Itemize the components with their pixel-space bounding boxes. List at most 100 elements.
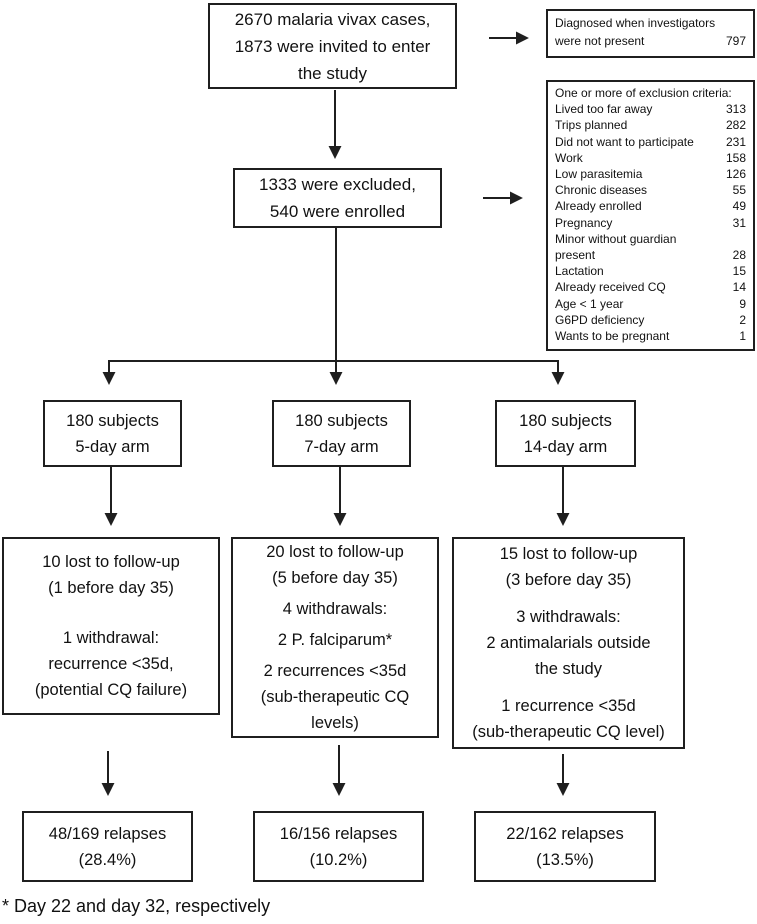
box-line: (sub-therapeutic CQ level) <box>472 723 665 741</box>
count: 9 <box>739 296 746 311</box>
arm-7day-box: 180 subjects 7-day arm <box>272 400 411 467</box>
criteria-row: Pregnancy 31 <box>555 215 746 231</box>
box-line: levels) <box>311 714 359 732</box>
box-line: 2 antimalarials outside <box>486 634 651 652</box>
criteria-row: Wants to be pregnant 1 <box>555 328 746 344</box>
followup-14day-box: 15 lost to follow-up (3 before day 35) 3… <box>452 537 685 749</box>
exclusion-criteria-box: One or more of exclusion criteria: Lived… <box>546 80 755 351</box>
box-line: 20 lost to follow-up <box>266 543 404 561</box>
criteria-row: Low parasitemia 126 <box>555 166 746 182</box>
relapse-14day-box: 22/162 relapses (13.5%) <box>474 811 656 882</box>
box-line: 2670 malaria vivax cases, <box>234 9 431 29</box>
label: Minor without guardian <box>555 231 677 246</box>
count: 31 <box>732 215 746 230</box>
followup-7day-box: 20 lost to follow-up (5 before day 35) 4… <box>231 537 439 738</box>
count: 231 <box>725 134 746 149</box>
footnote: * Day 22 and day 32, respectively <box>2 896 271 916</box>
diagnosed-absent-box: Diagnosed when investigators were not pr… <box>546 9 755 58</box>
label: Lactation <box>555 264 604 279</box>
box-line: 7-day arm <box>304 437 379 456</box>
criteria-row: Work 158 <box>555 150 746 166</box>
criteria-row: Minor without guardian <box>555 231 746 247</box>
criteria-row: Already received CQ 14 <box>555 279 746 295</box>
arm-5day-box: 180 subjects 5-day arm <box>43 400 182 467</box>
box-line: (13.5%) <box>536 850 594 869</box>
count: 158 <box>725 150 746 165</box>
box-line: (3 before day 35) <box>505 571 632 589</box>
excluded-enrolled-box: 1333 were excluded, 540 were enrolled <box>233 168 442 228</box>
label: Already enrolled <box>555 199 642 214</box>
box-line: 4 withdrawals: <box>282 600 388 618</box>
criteria-row: Chronic diseases 55 <box>555 182 746 198</box>
box-line: 10 lost to follow-up <box>42 553 180 571</box>
count: 28 <box>732 248 746 263</box>
box-line: 5-day arm <box>75 437 150 456</box>
box-line: (1 before day 35) <box>48 579 174 597</box>
criteria-header: One or more of exclusion criteria: <box>555 86 732 100</box>
label: Wants to be pregnant <box>555 329 670 344</box>
box-line: 2 recurrences <35d <box>263 662 407 680</box>
count: 2 <box>739 312 746 327</box>
box-line: 16/156 relapses <box>279 824 398 843</box>
box-line: 1333 were excluded, <box>259 175 416 194</box>
box-line: 1 withdrawal: <box>62 629 160 647</box>
criteria-row: Did not want to participate 231 <box>555 134 746 150</box>
criteria-row: G6PD deficiency 2 <box>555 312 746 328</box>
label: Trips planned <box>555 118 628 133</box>
label: Did not want to participate <box>555 134 694 149</box>
label: G6PD deficiency <box>555 312 645 327</box>
box-line: (5 before day 35) <box>272 569 398 587</box>
criteria-row: Trips planned 282 <box>555 117 746 133</box>
box-line: 48/169 relapses <box>48 824 167 843</box>
box-line: (sub-therapeutic CQ <box>260 688 410 706</box>
label: Lived too far away <box>555 102 653 117</box>
count: 282 <box>725 118 746 133</box>
count: 313 <box>725 102 746 117</box>
relapse-5day-box: 48/169 relapses (28.4%) <box>22 811 193 882</box>
box-line: 2 P. falciparum* <box>277 631 393 649</box>
box-line: recurrence <35d, <box>48 655 174 673</box>
label: Low parasitemia <box>555 167 643 182</box>
box-line: (10.2%) <box>309 850 368 869</box>
box-line: 22/162 relapses <box>506 824 624 843</box>
box-line: 14-day arm <box>523 437 608 456</box>
followup-5day-box: 10 lost to follow-up (1 before day 35) 1… <box>2 537 220 715</box>
box-line: 1 recurrence <35d <box>501 697 636 715</box>
invited-box: 2670 malaria vivax cases, 1873 were invi… <box>208 3 457 89</box>
box-line: 180 subjects <box>519 411 612 430</box>
criteria-row: present 28 <box>555 247 746 263</box>
box-line: (potential CQ failure) <box>34 681 188 699</box>
box-line: 15 lost to follow-up <box>499 545 638 563</box>
label: were not present <box>555 34 645 48</box>
relapse-7day-box: 16/156 relapses (10.2%) <box>253 811 424 882</box>
label: present <box>555 248 596 263</box>
label: Already received CQ <box>555 280 666 295</box>
box-line: 1873 were invited to enter <box>234 36 431 56</box>
box-line: the study <box>298 63 367 83</box>
box-line: Diagnosed when investigators <box>555 16 716 30</box>
label: Chronic diseases <box>555 183 648 198</box>
box-line: (28.4%) <box>78 850 137 869</box>
count: 14 <box>732 280 746 295</box>
count: 55 <box>732 183 746 198</box>
count: 797 <box>725 34 746 48</box>
box-line: 180 subjects <box>66 411 159 430</box>
box-line: 540 were enrolled <box>269 202 406 221</box>
criteria-row: Age < 1 year 9 <box>555 296 746 312</box>
criteria-row: Already enrolled 49 <box>555 198 746 214</box>
count: 1 <box>739 329 746 344</box>
box-line: 180 subjects <box>295 411 388 430</box>
box-line: were not present 797 <box>555 32 746 50</box>
criteria-row: Lived too far away 313 <box>555 101 746 117</box>
label: Work <box>555 150 583 165</box>
label: Age < 1 year <box>555 296 624 311</box>
label: Pregnancy <box>555 215 613 230</box>
box-line: 3 withdrawals: <box>516 608 621 626</box>
box-line: the study <box>535 660 602 678</box>
arm-14day-box: 180 subjects 14-day arm <box>495 400 636 467</box>
count: 126 <box>725 167 746 182</box>
count: 49 <box>732 199 746 214</box>
